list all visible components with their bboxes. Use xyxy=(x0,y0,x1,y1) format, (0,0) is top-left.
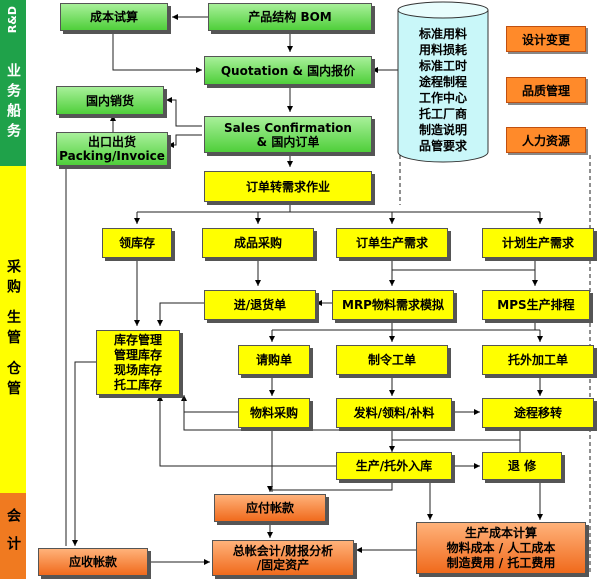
box-label: 途程移转 xyxy=(513,406,562,420)
cost-calc-box[interactable]: 生产成本计算 物料成本 / 人工成本 制造费用 / 托工费用 xyxy=(416,522,586,574)
box-label: /固定资产 xyxy=(256,558,310,572)
pick-stock-box[interactable]: 领库存 xyxy=(102,228,172,258)
box-label: 物料成本 / 人工成本 xyxy=(446,540,556,555)
database-item: 用料损耗 xyxy=(418,43,467,57)
side-quality[interactable]: 品质管理 xyxy=(506,77,586,103)
box-label: 出口出货 xyxy=(87,135,136,149)
finished-purchase-box[interactable]: 成品采购 xyxy=(202,228,314,258)
planned-production-demand-box[interactable]: 计划生产需求 xyxy=(482,228,594,258)
database-item: 品管要求 xyxy=(418,139,467,153)
box-label: 订单生产需求 xyxy=(355,236,428,250)
lane-accounting-label: 会计 xyxy=(5,508,21,564)
box-label: 领库存 xyxy=(118,236,155,250)
database-items: 标准用料 用料损耗 标准工时 途程制程 工作中心 托工厂商 制造说明 品管要求 xyxy=(402,26,484,154)
box-label: & 国内订单 xyxy=(256,134,320,149)
mps-box[interactable]: MPS生产排程 xyxy=(482,290,590,320)
box-label: 发料/领料/补料 xyxy=(353,406,435,420)
database-item: 制造说明 xyxy=(418,123,467,137)
order-to-demand-box[interactable]: 订单转需求作业 xyxy=(204,171,372,202)
payables-box[interactable]: 应付帐款 xyxy=(214,494,326,522)
box-label: 物料采购 xyxy=(249,406,298,420)
box-label: 退 修 xyxy=(507,459,537,473)
box-label: 成品采购 xyxy=(233,236,282,250)
cost-trial-box[interactable]: 成本试算 xyxy=(60,3,168,31)
box-label: 生产/托外入库 xyxy=(355,459,433,473)
lane-procurement-label: 采购 生管 仓管 xyxy=(5,258,21,401)
material-purchase-box[interactable]: 物料采购 xyxy=(238,398,310,428)
box-label: 现场库存 xyxy=(113,362,162,377)
order-production-demand-box[interactable]: 订单生产需求 xyxy=(336,228,448,258)
database-cylinder xyxy=(397,1,489,163)
box-label: 应收帐款 xyxy=(68,555,117,569)
issue-material-box[interactable]: 发料/领料/补料 xyxy=(336,398,452,428)
lane-rd: R&D xyxy=(0,0,26,40)
side-label: 人力资源 xyxy=(521,133,570,148)
box-label: 托工库存 xyxy=(113,377,162,392)
work-order-box[interactable]: 制令工单 xyxy=(336,345,448,375)
inventory-box[interactable]: 库存管理 管理库存 现场库存 托工库存 xyxy=(96,330,180,395)
ledger-box[interactable]: 总帐会计/财报分析 /固定资产 xyxy=(212,540,354,576)
database-item: 托工厂商 xyxy=(418,107,467,121)
box-label: MRP物料需求模拟 xyxy=(342,298,444,312)
lane-business-label: 业务船务 xyxy=(5,63,21,143)
routing-transfer-box[interactable]: 途程移转 xyxy=(482,398,594,428)
box-label: 进/退货单 xyxy=(233,298,287,312)
box-label: 计划生产需求 xyxy=(501,236,574,250)
box-label: MPS生产排程 xyxy=(497,298,575,312)
box-label: 国内销货 xyxy=(85,93,134,108)
box-label: Sales Confirmation xyxy=(224,120,352,135)
box-label: 托外加工单 xyxy=(507,353,568,367)
sales-confirmation-box[interactable]: Sales Confirmation & 国内订单 xyxy=(204,116,372,153)
side-hr[interactable]: 人力资源 xyxy=(506,127,586,153)
lane-accounting: 会计 xyxy=(0,493,26,579)
box-label: 制令工单 xyxy=(367,353,416,367)
box-label: 制造费用 / 托工费用 xyxy=(446,555,556,570)
production-in-box[interactable]: 生产/托外入库 xyxy=(336,452,452,480)
rework-box[interactable]: 退 修 xyxy=(482,452,562,480)
export-shipping-box[interactable]: 出口出货 Packing/Invoice xyxy=(56,132,168,166)
purchase-request-box[interactable]: 请购单 xyxy=(238,345,310,375)
box-label: Quotation & 国内报价 xyxy=(220,63,356,78)
box-label: 成本试算 xyxy=(89,10,138,24)
lane-business: 业务船务 xyxy=(0,40,26,166)
box-label: 管理库存 xyxy=(113,347,162,362)
box-label: 生产成本计算 xyxy=(464,525,537,540)
quotation-box[interactable]: Quotation & 国内报价 xyxy=(204,56,372,85)
side-design-change[interactable]: 设计变更 xyxy=(506,26,586,52)
database-item: 标准工时 xyxy=(418,59,467,73)
side-label: 设计变更 xyxy=(521,32,570,47)
database-item: 途程制程 xyxy=(418,75,467,89)
box-label: 请购单 xyxy=(255,353,292,367)
box-label: 库存管理 xyxy=(113,332,162,347)
box-label: Packing/Invoice xyxy=(59,149,165,163)
receivables-box[interactable]: 应收帐款 xyxy=(38,548,148,576)
box-label: 应付帐款 xyxy=(245,501,294,515)
box-label: 订单转需求作业 xyxy=(245,179,330,194)
database-item: 工作中心 xyxy=(418,91,467,105)
database-item: 标准用料 xyxy=(418,27,467,41)
bom-box[interactable]: 产品结构 BOM xyxy=(208,3,372,31)
lane-procurement: 采购 生管 仓管 xyxy=(0,166,26,493)
side-label: 品质管理 xyxy=(521,83,570,98)
outsourcing-order-box[interactable]: 托外加工单 xyxy=(482,345,594,375)
box-label: 产品结构 BOM xyxy=(248,10,332,24)
mrp-box[interactable]: MRP物料需求模拟 xyxy=(332,290,454,320)
box-label: 总帐会计/财报分析 xyxy=(232,544,334,558)
domestic-sales-box[interactable]: 国内销货 xyxy=(56,86,164,115)
in-return-box[interactable]: 进/退货单 xyxy=(204,290,316,320)
